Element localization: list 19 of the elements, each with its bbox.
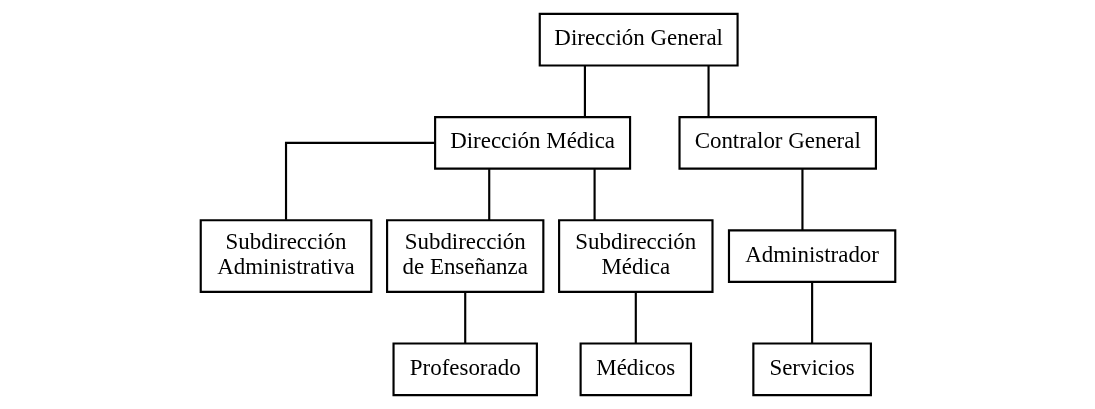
connector bbox=[583, 65, 586, 117]
connector bbox=[810, 282, 813, 344]
connector bbox=[487, 169, 490, 221]
node-box: Administrador bbox=[727, 229, 896, 283]
connector bbox=[800, 169, 804, 230]
connector bbox=[463, 292, 466, 344]
node-box: Dirección Médica bbox=[433, 116, 631, 170]
node-box: Profesorado bbox=[391, 342, 538, 397]
connector bbox=[706, 65, 710, 117]
node-box: Servicios bbox=[751, 342, 872, 397]
node-box: Contralor General bbox=[677, 116, 877, 170]
node-box: Dirección General bbox=[538, 12, 739, 67]
node-box: Subdirección Administrativa bbox=[199, 219, 372, 293]
node-box: Médicos bbox=[579, 342, 692, 397]
connector bbox=[634, 292, 637, 344]
connector bbox=[593, 169, 596, 221]
connector bbox=[284, 141, 434, 220]
node-box: Subdirección Médica bbox=[557, 219, 714, 293]
node-box: Subdirección de Enseñanza bbox=[385, 219, 544, 293]
